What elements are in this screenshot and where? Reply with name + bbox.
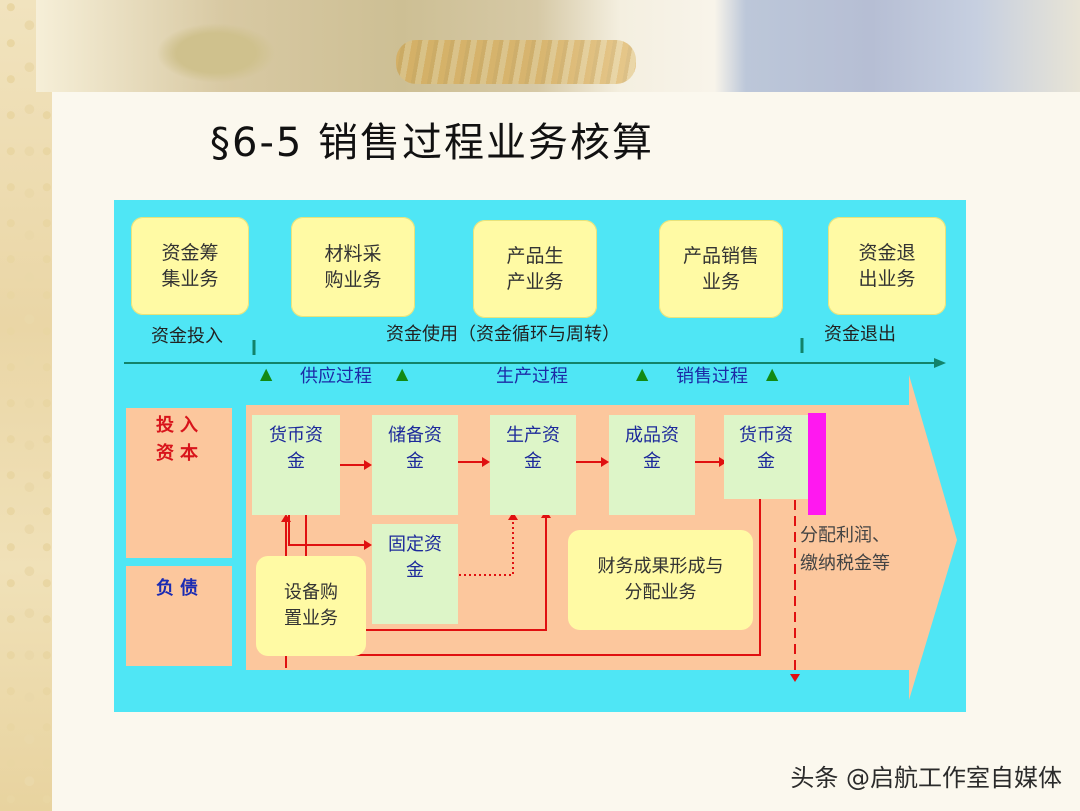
- triangle-icon: ▲: [260, 364, 273, 383]
- label-liability: 负债: [156, 578, 204, 599]
- label-capital-use: 资金使用（资金循环与周转）: [386, 324, 620, 345]
- phase-sales: 产品销售 业务: [659, 220, 783, 318]
- label-invested-capital: 投入 资本: [156, 415, 204, 464]
- triangle-icon: ▲: [636, 364, 649, 383]
- fund-monetary-end: 货币资 金: [724, 415, 808, 499]
- label-distribution: 分配利润、 缴纳税金等: [800, 525, 890, 574]
- phase-purchase: 材料采 购业务: [291, 217, 415, 317]
- paper-texture-left: [0, 0, 52, 811]
- page-title: §6-5 销售过程业务核算: [210, 120, 655, 166]
- triangle-icon: ▲: [396, 364, 409, 383]
- decorative-banner: [36, 0, 1080, 92]
- fund-monetary-start: 货币资 金: [252, 415, 340, 515]
- fund-flow-diagram: 资金筹 集业务 材料采 购业务 产品生 产业务 产品销售 业务 资金退 出业务 …: [114, 200, 966, 712]
- fund-production: 生产资 金: [490, 415, 576, 515]
- distribution-bar: [808, 413, 826, 515]
- dotted-fixed-to-production: [449, 518, 514, 576]
- phase-exit: 资金退 出业务: [828, 217, 946, 315]
- watermark: 头条 @启航工作室自媒体: [790, 764, 1062, 792]
- phase-funding: 资金筹 集业务: [131, 217, 249, 315]
- label-production-process: 生产过程: [496, 366, 568, 387]
- fund-finished-goods: 成品资 金: [609, 415, 695, 515]
- label-capital-exit: 资金退出: [824, 324, 896, 345]
- label-supply-process: 供应过程: [300, 366, 372, 387]
- fund-reserve: 储备资 金: [372, 415, 458, 515]
- label-sales-process: 销售过程: [676, 366, 748, 387]
- box-financial-results: 财务成果形成与 分配业务: [568, 530, 753, 630]
- fund-fixed: 固定资 金: [372, 524, 458, 624]
- panel-invested-capital: [126, 408, 232, 558]
- panel-liability: [126, 566, 232, 666]
- box-equipment-purchase: 设备购 置业务: [256, 556, 366, 656]
- triangle-icon: ▲: [766, 364, 779, 383]
- label-capital-in: 资金投入: [151, 326, 223, 347]
- phase-production: 产品生 产业务: [473, 220, 597, 318]
- timeline-arrowhead: [934, 358, 946, 368]
